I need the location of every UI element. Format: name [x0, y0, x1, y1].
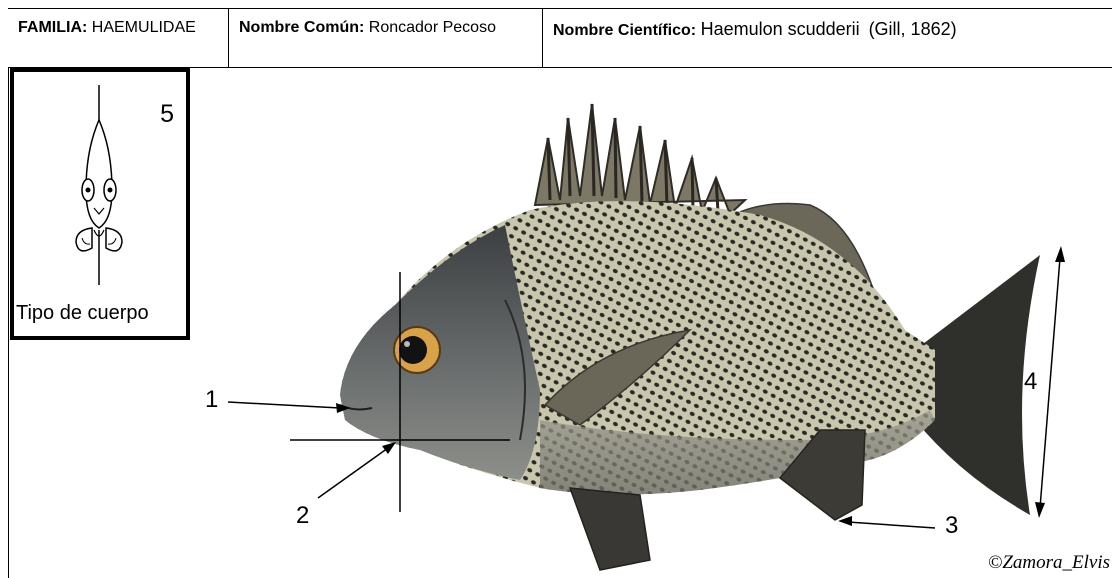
callout-4-label: 4	[1024, 368, 1037, 396]
callout-2-label: 2	[296, 502, 309, 530]
fish-front-view-icon	[54, 80, 144, 290]
copyright-watermark: ©Zamora_Elvis	[988, 552, 1110, 574]
body-type-number: 5	[160, 100, 174, 129]
pelvic-fin	[570, 488, 650, 570]
body-type-panel: 5 Tipo de cuerpo	[10, 68, 190, 340]
body-type-label: Tipo de cuerpo	[16, 302, 149, 325]
eye	[394, 327, 440, 373]
callout-1-label: 1	[205, 386, 218, 414]
callout-3-label: 3	[945, 512, 958, 540]
